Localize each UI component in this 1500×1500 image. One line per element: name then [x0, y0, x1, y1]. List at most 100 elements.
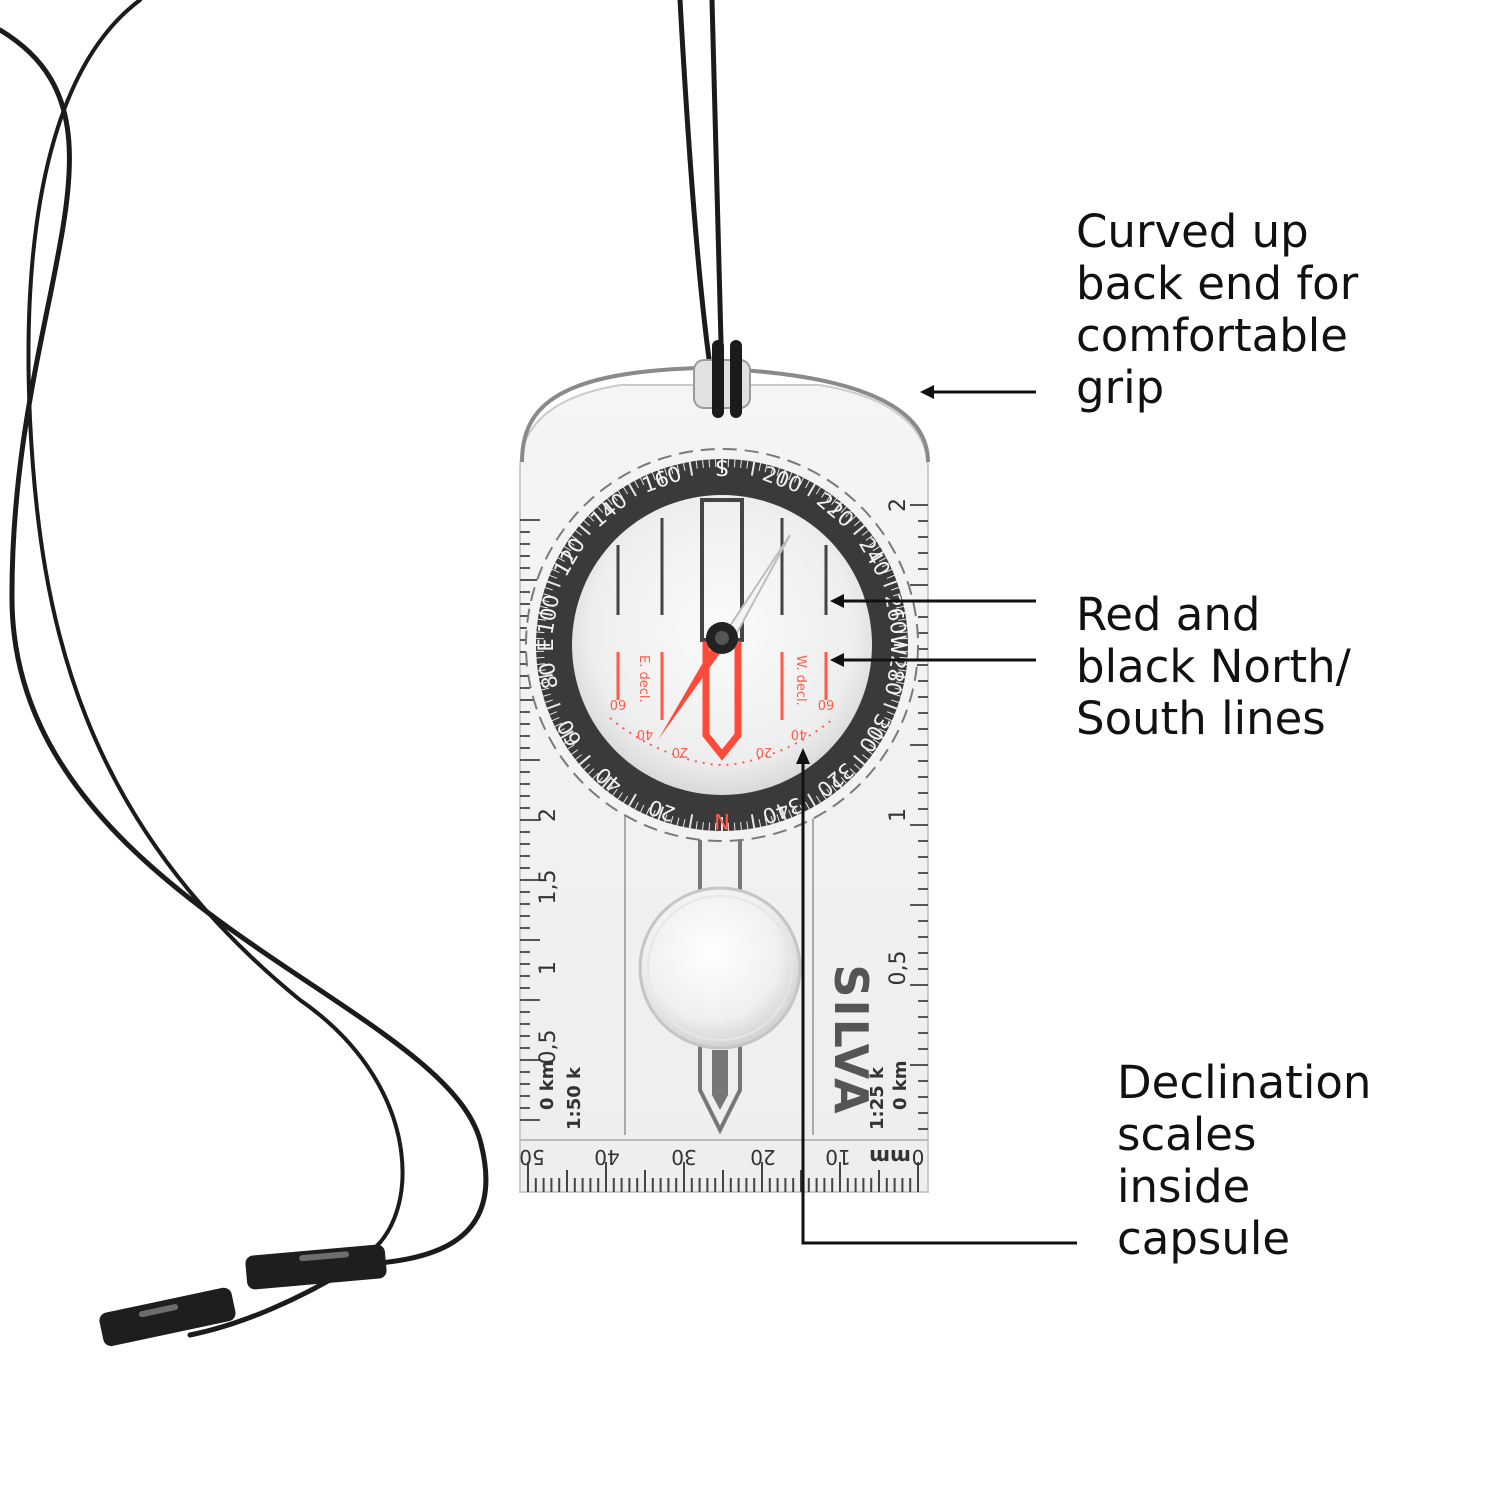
tick-mark	[702, 459, 704, 469]
tick-mark	[861, 530, 869, 536]
west-declination-label: W. decl.	[793, 655, 808, 706]
left-scale-zero-label: 0 km	[537, 1060, 558, 1110]
callout-line: inside	[1117, 1160, 1251, 1213]
tick-mark	[821, 490, 827, 498]
tick-mark	[563, 546, 572, 552]
east-declination-label: E. decl.	[636, 655, 651, 703]
declination-scales: E. decl. W. decl. 20 40 60 20 40 60	[609, 655, 835, 767]
tick-mark	[883, 702, 898, 710]
tick-mark	[578, 754, 591, 766]
right-scale-zero-label: 0 km	[890, 1060, 911, 1110]
tick-mark	[544, 699, 553, 703]
callout-declination-scales: Declination scales inside capsule	[1117, 1057, 1371, 1265]
tick-mark	[764, 464, 768, 473]
callout-line: South lines	[1076, 692, 1326, 745]
callout-north-south-lines: Red and black North/ South lines	[1076, 589, 1351, 745]
left-scale-ratio-label: 1:50 k	[564, 1066, 585, 1130]
tick-mark	[891, 587, 900, 591]
tick-mark	[583, 763, 591, 770]
tick-mark	[881, 563, 890, 568]
tick-mark	[708, 822, 711, 831]
tick-mark	[695, 460, 698, 469]
tick-mark	[664, 467, 668, 476]
tick-mark	[551, 568, 560, 574]
ruler-label: 30	[671, 1145, 696, 1169]
tick-mark	[807, 483, 816, 497]
tick-mark	[770, 466, 774, 475]
tick-mark	[651, 472, 656, 481]
tick-mark	[776, 814, 780, 823]
tick-mark	[597, 506, 604, 514]
bezel-ticks	[536, 459, 908, 831]
tick-mark	[872, 738, 881, 744]
tick-mark	[664, 814, 668, 823]
ruler-label: 40	[594, 1145, 619, 1169]
tick-mark	[831, 784, 837, 792]
left-scale-label: 0,5	[536, 1030, 561, 1065]
tick-mark	[549, 711, 558, 716]
declination-mark: 20	[756, 744, 773, 759]
tick-mark	[892, 593, 901, 597]
tick-mark	[640, 804, 645, 813]
tick-mark	[865, 749, 873, 755]
tick-mark	[740, 459, 742, 469]
tick-mark	[898, 618, 907, 621]
tick-mark	[826, 494, 832, 502]
tick-mark	[617, 490, 623, 498]
tick-mark	[657, 469, 665, 484]
brand-logo: SILVA	[824, 964, 878, 1115]
tick-mark	[695, 821, 698, 830]
tick-mark	[831, 501, 843, 514]
right-scale-label: 2	[886, 498, 911, 512]
bezel-label: 80	[535, 660, 563, 690]
ruler-unit-label: mm	[869, 1145, 911, 1169]
callout-line: back end for	[1076, 257, 1359, 310]
tick-mark	[670, 815, 674, 824]
callout-curved-grip: Curved up back end for comfortable grip	[1076, 206, 1358, 414]
tick-mark	[849, 515, 857, 522]
tick-mark	[601, 501, 613, 514]
tick-mark	[891, 673, 906, 679]
tick-mark	[878, 728, 887, 733]
tick-mark	[549, 574, 558, 579]
tick-mark	[805, 480, 810, 489]
left-scale-label: 2	[536, 808, 561, 822]
tick-mark	[651, 809, 656, 818]
tick-mark	[536, 663, 546, 665]
tick-mark	[840, 506, 847, 514]
tick-mark	[537, 669, 546, 672]
tick-mark	[815, 795, 821, 804]
tick-mark	[587, 768, 595, 775]
tick-mark	[567, 540, 575, 546]
tick-mark	[640, 477, 645, 486]
tick-mark	[628, 793, 637, 807]
cord-end-tips	[99, 1244, 387, 1347]
tick-mark	[536, 656, 545, 659]
ruler-label: 50	[519, 1145, 544, 1169]
tick-mark	[793, 474, 799, 483]
tick-mark	[592, 510, 599, 518]
tick-mark	[776, 467, 780, 476]
tick-mark	[676, 817, 680, 826]
left-scale-label: 1,5	[536, 870, 561, 905]
tick-mark	[815, 486, 821, 495]
tick-mark	[554, 722, 563, 727]
tick-mark	[892, 693, 901, 697]
declination-mark: 40	[791, 726, 808, 741]
tick-mark	[793, 807, 799, 816]
magnifying-lens	[638, 886, 802, 1050]
tick-mark	[869, 540, 877, 546]
tick-mark	[560, 551, 574, 560]
tick-mark	[670, 466, 674, 475]
declination-mark: 20	[672, 744, 689, 759]
tick-mark	[840, 776, 847, 784]
tick-mark	[563, 738, 572, 744]
tick-mark	[592, 772, 599, 780]
tick-mark	[733, 822, 736, 831]
declination-mark: 60	[818, 696, 835, 711]
tick-mark	[536, 625, 546, 627]
tick-mark	[826, 788, 832, 796]
tick-mark	[539, 605, 548, 609]
ruler-label: 10	[825, 1145, 850, 1169]
tick-mark	[872, 546, 881, 552]
